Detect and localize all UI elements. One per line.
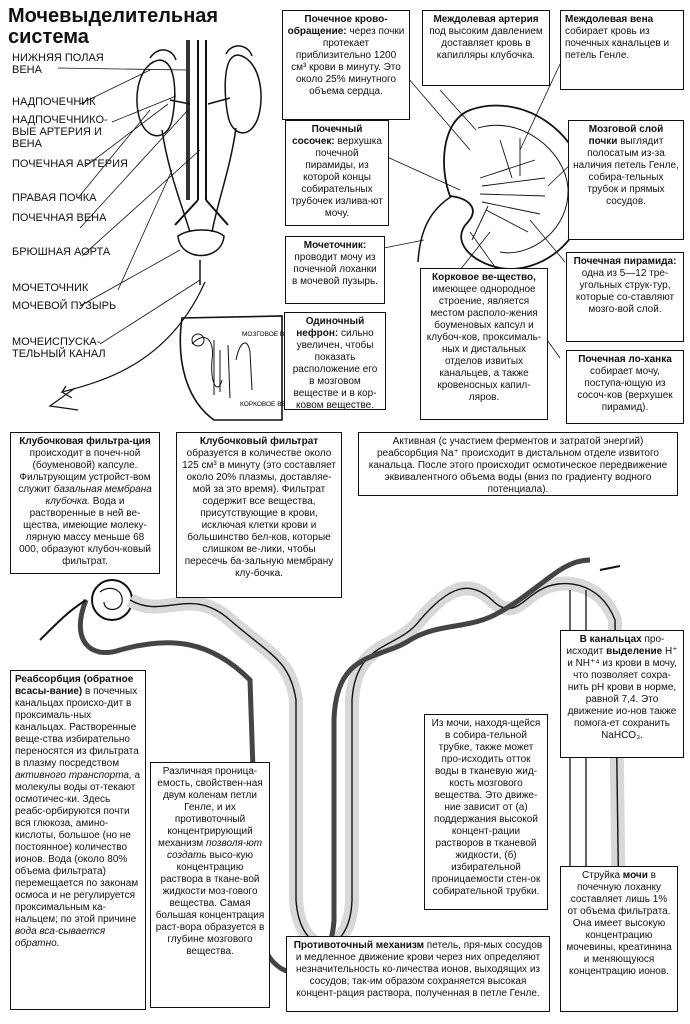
renal-papilla-box: Почечный сосочек: верхушка почечной пира… (285, 120, 389, 226)
label-abdominal-aorta: БРЮШНАЯ АОРТА (12, 246, 111, 258)
adrenal-left-drawing (225, 45, 253, 57)
renal-vessels-drawing (169, 97, 231, 105)
label-adrenal-vessels: НАДПОЧЕЧНИКО-ВЫЕ АРТЕРИЯ И ВЕНА (12, 114, 108, 150)
medulla-box: Мозговой слой почки выглядит полосатым и… (568, 120, 684, 240)
label-right-kidney: ПРАВАЯ ПОЧКА (12, 192, 97, 204)
renal-blood-box: Почечное крово-обращение: через почки пр… (282, 10, 410, 120)
secretion-box: В канальцах про-исходит выделение H⁺ и N… (560, 630, 684, 758)
glomerulus-drawing (91, 579, 133, 621)
adrenal-right-drawing (149, 49, 177, 61)
single-nephron-box: Одиночный нефрон: сильно увеличен, чтобы… (284, 312, 386, 411)
right-kidney-drawing (136, 59, 176, 137)
zoom-arrow (60, 281, 206, 399)
vasa-recta-drawing (77, 557, 591, 975)
page-title: Мочевыделительная система (8, 5, 219, 48)
ureters-drawing (161, 127, 237, 233)
label-renal-artery: ПОЧЕЧНАЯ АРТЕРИЯ (12, 158, 128, 170)
collecting-duct-box: Из мочи, находя-щейся в собира-тельной т… (424, 714, 548, 910)
label-renal-vein: ПОЧЕЧНАЯ ВЕНА (12, 212, 107, 224)
left-kidney-drawing (224, 54, 262, 134)
interlobar-vein-box: Междолевая вена собирает кровь из почечн… (560, 10, 684, 90)
aorta-drawing (197, 40, 207, 200)
cortex-box: Корковое ве-щество, имеющее однородное с… (420, 268, 548, 420)
active-reabsorption-box: Активная (с участием ферментов и затрато… (358, 432, 678, 496)
nephron-inset-outline (179, 315, 283, 421)
countercurrent-box: Противоточный механизм петель, пря-мых с… (286, 936, 550, 1012)
kidney-section-drawing (443, 104, 587, 270)
interlobar-artery-box: Междолевая артерия под высоким давлением… (422, 10, 550, 86)
label-inferior-vena-cava: НИЖНЯЯ ПОЛАЯ ВЕНА (12, 52, 104, 76)
permeability-box: Различная проница-емость, свойствен-ная … (150, 762, 270, 1008)
reabsorption-box: Реабсорбция (обратное всасы-вание) в поч… (10, 670, 146, 1010)
medulla-label-text: МОЗГОВОЕ ВЕЩЕСТВО (242, 331, 317, 338)
glomerular-filtration-box: Клубочковая фильтра-ция происходит в поч… (10, 432, 160, 574)
label-bladder: МОЧЕВОЙ ПУЗЫРЬ (12, 300, 117, 312)
ureter-box: Мочеточник: проводит мочу из почечной ло… (285, 236, 385, 304)
glomerular-filtrate-box: Клубочковый фильтрат образуется в количе… (176, 432, 342, 598)
label-ureter: МОЧЕТОЧНИК (12, 282, 89, 294)
bladder-drawing (177, 229, 225, 257)
iliac-drawing (174, 199, 229, 226)
cortex-label-text: КОРКОВОЕ ВЕЩЕСТВО (240, 401, 314, 408)
pelvis-box: Почечная ло-ханка собирает мочу, поступа… (566, 350, 684, 424)
pyramid-box: Почечная пирамида: одна из 5—12 тре-угол… (566, 252, 684, 342)
urine-box: Струйка мочи в почечную лоханку составля… (560, 866, 678, 1012)
label-urethra: МОЧЕИСПУСКА-ТЕЛЬНЫЙ КАНАЛ (12, 336, 106, 360)
label-adrenal: НАДПОЧЕЧНИК (12, 96, 96, 108)
